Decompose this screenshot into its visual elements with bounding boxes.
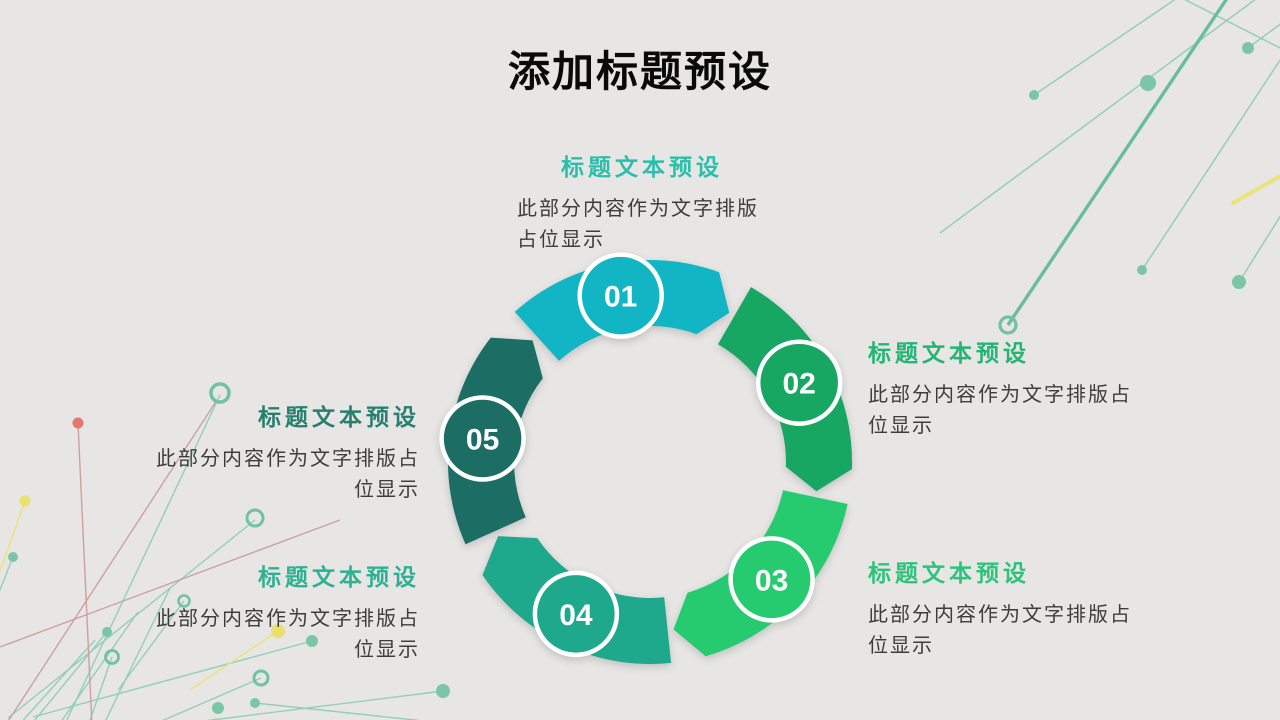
block-body-line-1: 此部分内容作为文字排版占 xyxy=(868,604,1132,626)
wheel-number-04: 04 xyxy=(559,599,593,632)
block-body-02: 此部分内容作为文字排版占 位显示 xyxy=(868,380,1140,442)
page-title: 添加标题预设 xyxy=(507,48,772,95)
decor-topright-lines xyxy=(939,0,1280,283)
text-block-02: 标题文本预设 此部分内容作为文字排版占 位显示 xyxy=(868,338,1140,442)
block-body-05: 此部分内容作为文字排版占 位显示 xyxy=(150,444,420,506)
wheel-number-01: 01 xyxy=(604,281,637,314)
wheel-segment-05: 05 xyxy=(439,337,543,545)
text-block-04: 标题文本预设 此部分内容作为文字排版占 位显示 xyxy=(150,562,420,666)
block-title-02: 标题文本预设 xyxy=(868,340,1030,366)
text-block-03: 标题文本预设 此部分内容作为文字排版占 位显示 xyxy=(868,558,1140,662)
block-body-line-1: 此部分内容作为文字排版占 xyxy=(156,448,420,470)
block-body-line-2: 位显示 xyxy=(868,635,934,657)
wheel-number-03: 03 xyxy=(755,564,788,597)
wheel-number-02: 02 xyxy=(783,368,816,401)
wheel-number-circle-02 xyxy=(755,339,843,426)
text-block-05: 标题文本预设 此部分内容作为文字排版占 位显示 xyxy=(150,402,420,506)
block-body-line-2: 位显示 xyxy=(354,479,420,501)
wheel-segment-arc-04 xyxy=(482,536,672,665)
wheel-segment-02: 02 xyxy=(718,287,853,492)
block-body-03: 此部分内容作为文字排版占 位显示 xyxy=(868,600,1140,662)
wheel-segment-01: 01 xyxy=(514,252,730,361)
block-title-03: 标题文本预设 xyxy=(868,560,1030,586)
wheel-number-circle-04 xyxy=(532,570,620,658)
block-body-line-1: 此部分内容作为文字排版占 xyxy=(156,608,420,630)
block-body-line-1: 此部分内容作为文字排版 xyxy=(517,198,759,220)
decor-bottomleft-red-dot xyxy=(72,417,84,429)
wheel-number-circle-01 xyxy=(577,252,664,339)
wheel-number-05: 05 xyxy=(466,423,499,456)
block-title-05: 标题文本预设 xyxy=(258,404,420,430)
wheel-number-circle-05 xyxy=(439,395,526,482)
decor-topright-rings xyxy=(998,315,1018,335)
block-title-01: 标题文本预设 xyxy=(561,154,723,180)
block-body-line-2: 位显示 xyxy=(868,415,934,437)
block-body-line-2: 占位显示 xyxy=(517,229,605,251)
wheel-segment-arc-02 xyxy=(718,287,853,492)
wheel-segment-arc-03 xyxy=(673,490,848,657)
wheel-segment-arc-05 xyxy=(447,337,543,545)
block-body-line-1: 此部分内容作为文字排版占 xyxy=(868,384,1132,406)
text-block-01: 标题文本预设 此部分内容作为文字排版 占位显示 xyxy=(517,152,767,256)
cycle-diagram: 01 02 03 04 05 xyxy=(439,252,853,665)
wheel-segment-arc-01 xyxy=(514,260,730,361)
wheel-number-circle-03 xyxy=(728,536,815,623)
wheel-segment-03: 03 xyxy=(673,490,848,657)
block-body-01: 此部分内容作为文字排版 占位显示 xyxy=(517,194,767,256)
decor-topright-yellow-line xyxy=(1230,173,1280,206)
block-body-04: 此部分内容作为文字排版占 位显示 xyxy=(150,604,420,666)
block-title-04: 标题文本预设 xyxy=(258,564,420,590)
block-body-line-2: 位显示 xyxy=(354,639,420,661)
wheel-segment-04: 04 xyxy=(482,536,672,665)
